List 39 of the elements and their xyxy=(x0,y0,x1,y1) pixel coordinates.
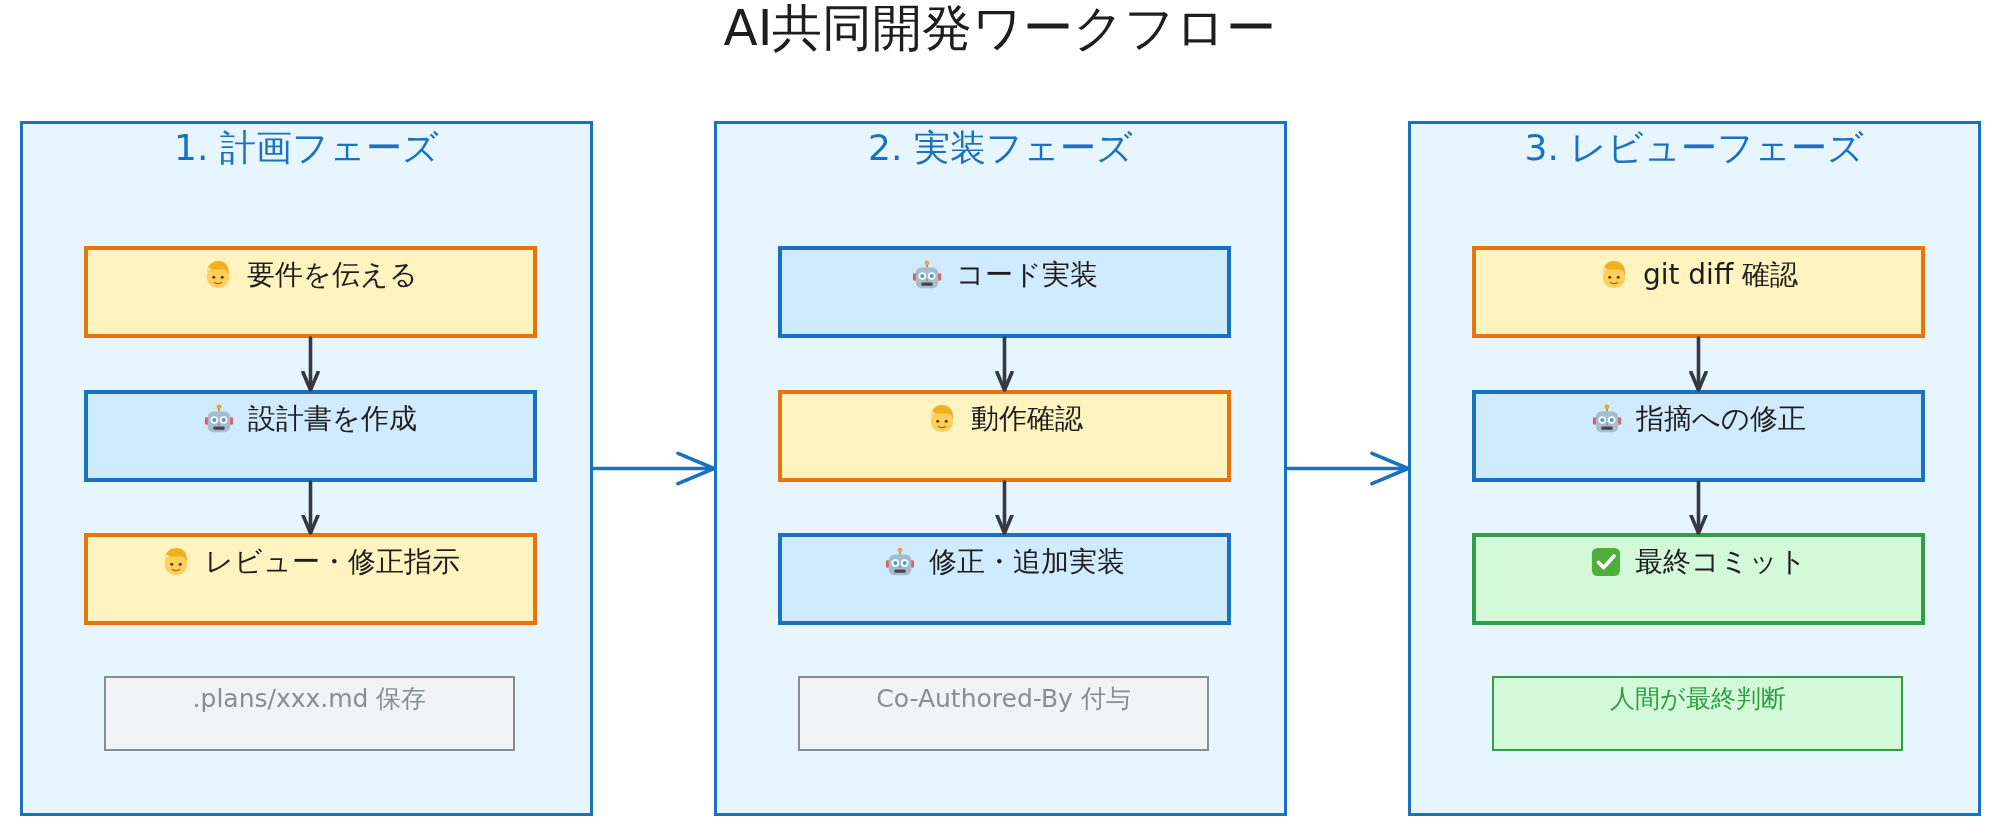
step-label: 最終コミット xyxy=(1634,545,1807,579)
step-label: 設計書を作成 xyxy=(248,402,417,436)
note-box xyxy=(798,676,1209,751)
arrow xyxy=(1689,336,1708,392)
step-box xyxy=(84,533,537,625)
phase-title: 3. レビューフェーズ xyxy=(1524,126,1865,170)
phase-panel xyxy=(714,121,1287,816)
step-label: コード実装 xyxy=(955,258,1098,292)
step-box xyxy=(778,390,1231,482)
phase-panel xyxy=(20,121,593,816)
step-label: レビュー・修正指示 xyxy=(205,545,460,579)
step-box xyxy=(1472,246,1925,338)
note-box xyxy=(104,676,515,751)
step-box xyxy=(84,246,537,338)
arrow xyxy=(301,336,320,392)
phase-panel xyxy=(1408,121,1981,816)
step-box xyxy=(1472,390,1925,482)
step-label: 動作確認 xyxy=(970,402,1083,436)
arrow xyxy=(1285,451,1410,486)
step-box xyxy=(1472,533,1925,625)
note-label: Co-Authored-By 付与 xyxy=(876,684,1131,714)
phase-title: 2. 実装フェーズ xyxy=(868,126,1133,170)
arrow xyxy=(995,480,1014,535)
arrow xyxy=(995,336,1014,392)
note-label: 人間が最終判断 xyxy=(1609,684,1786,714)
arrow xyxy=(1689,480,1708,535)
step-label: git diff 確認 xyxy=(1642,258,1799,292)
arrow xyxy=(301,480,320,535)
phase-title: 1. 計画フェーズ xyxy=(174,126,439,170)
note-box xyxy=(1492,676,1903,751)
step-label: 修正・追加実装 xyxy=(928,545,1125,579)
note-label: .plans/xxx.md 保存 xyxy=(192,684,427,714)
step-box xyxy=(84,390,537,482)
diagram-title: AI共同開発ワークフロー xyxy=(723,0,1277,58)
step-label: 要件を伝える xyxy=(247,258,418,292)
step-box xyxy=(778,246,1231,338)
step-box xyxy=(778,533,1231,625)
arrow xyxy=(591,451,716,486)
step-label: 指摘への修正 xyxy=(1635,402,1806,436)
